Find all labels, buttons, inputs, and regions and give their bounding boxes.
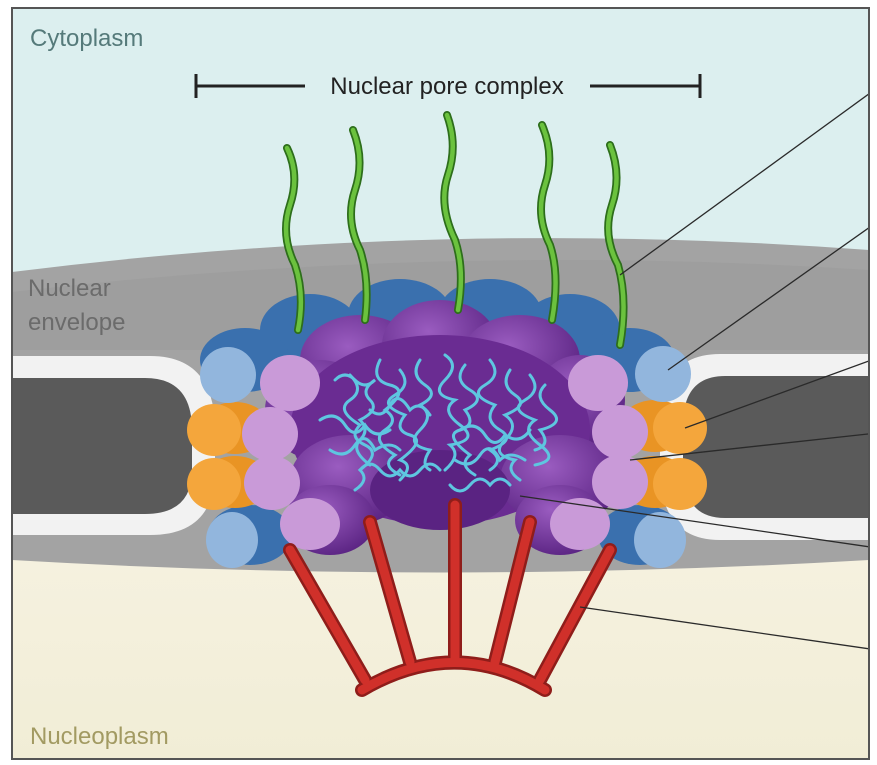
- nucleoplasm-label: Nucleoplasm: [30, 723, 169, 750]
- nuclear-envelope-label-line2: envelope: [28, 309, 125, 336]
- cytoplasm-label: Cytoplasm: [30, 25, 143, 52]
- pore-complex-label: Nuclear pore complex: [330, 73, 563, 100]
- nuclear-envelope-label-line1: Nuclear: [28, 275, 111, 302]
- ring-subunit-right: [635, 346, 691, 402]
- ring-subunit-left: [200, 347, 256, 403]
